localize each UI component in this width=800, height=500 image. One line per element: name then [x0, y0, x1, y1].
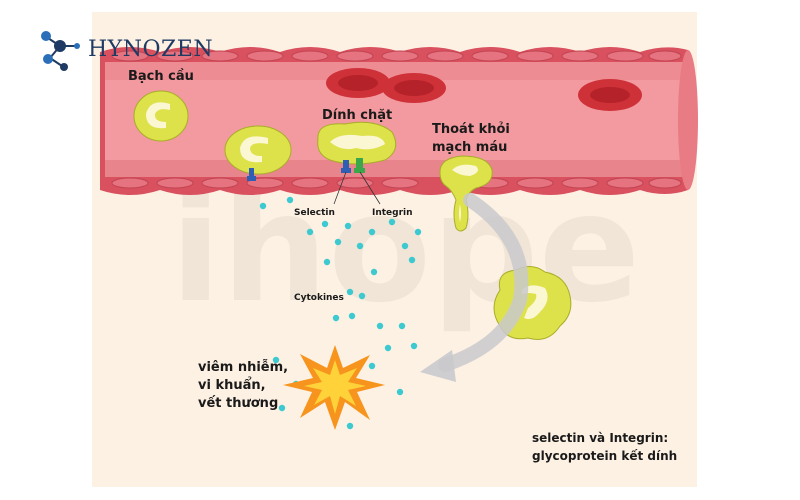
cytokine-dot [410, 342, 418, 350]
red-blood-cell [326, 68, 390, 98]
selectin-pointer [333, 171, 347, 205]
cytokine-dot [376, 322, 384, 330]
infection-burst-icon [283, 345, 385, 430]
cytokine-dot [334, 238, 342, 246]
endothelium-top [111, 50, 682, 62]
cytokine-dot [259, 202, 267, 210]
integrin-receptor [356, 158, 363, 170]
label-inflammation-line1: viêm nhiễm, [198, 360, 288, 375]
cytokine-dot [368, 362, 376, 370]
cytokine-dot [323, 258, 331, 266]
red-blood-cell [382, 73, 446, 103]
cytokine-dot [286, 196, 294, 204]
leukocyte-adhered [317, 121, 397, 173]
cytokine-particles [259, 196, 422, 430]
label-inflammation-line2: vi khuẩn, [198, 377, 266, 393]
cytokine-dot [358, 292, 366, 300]
vessel-lumen-shade-bottom [105, 160, 688, 177]
molecule-logo-icon [41, 31, 80, 71]
cytokine-dot [370, 268, 378, 276]
migration-arrowhead [420, 350, 456, 382]
label-leukocyte: Bạch cầu [128, 69, 194, 84]
cytokine-dot [346, 288, 354, 296]
cytokine-dot [306, 228, 314, 236]
red-blood-cell [578, 79, 642, 111]
label-extravasation-line2: mạch máu [432, 140, 507, 155]
note-line2: glycoprotein kết dính [532, 449, 677, 463]
vessel-end [678, 50, 698, 190]
brand-logo: HYNOZEN [41, 31, 213, 71]
cytokine-dot [356, 242, 364, 250]
cytokine-dot [368, 228, 376, 236]
cytokine-dot [321, 220, 329, 228]
note-line1: selectin và Integrin: [532, 431, 668, 445]
cytokine-dot [401, 242, 409, 250]
cytokine-dot [332, 314, 340, 322]
migration-arrow [438, 193, 529, 372]
selectin-receptor [343, 160, 349, 170]
label-extravasation-line1: Thoát khỏi [432, 122, 510, 137]
leukocyte-transmigrating [439, 155, 493, 232]
label-inflammation-line3: vết thương [198, 396, 278, 411]
leukocyte-rolling [224, 125, 292, 181]
label-selectin: Selectin [294, 208, 335, 218]
vessel-lumen-shade [105, 62, 688, 80]
cytokine-dot [346, 422, 354, 430]
cytokine-dot [408, 256, 416, 264]
cytokine-dot [348, 312, 356, 320]
red-blood-cells [326, 68, 642, 111]
integrin-pointer [359, 171, 381, 205]
cytokine-dot [388, 218, 396, 226]
cytokine-dot [344, 222, 352, 230]
cytokine-dot [396, 388, 404, 396]
leukocyte-free [133, 90, 189, 142]
cytokine-dot [272, 356, 280, 364]
cytokine-dot [398, 322, 406, 330]
cytokine-dot [278, 404, 286, 412]
cytokine-dot [414, 228, 422, 236]
label-firm-adhesion: Dính chặt [322, 108, 392, 123]
label-integrin: Integrin [372, 208, 413, 218]
label-cytokines: Cytokines [294, 293, 344, 303]
brand-name: HYNOZEN [88, 37, 213, 62]
cytokine-dot [384, 344, 392, 352]
